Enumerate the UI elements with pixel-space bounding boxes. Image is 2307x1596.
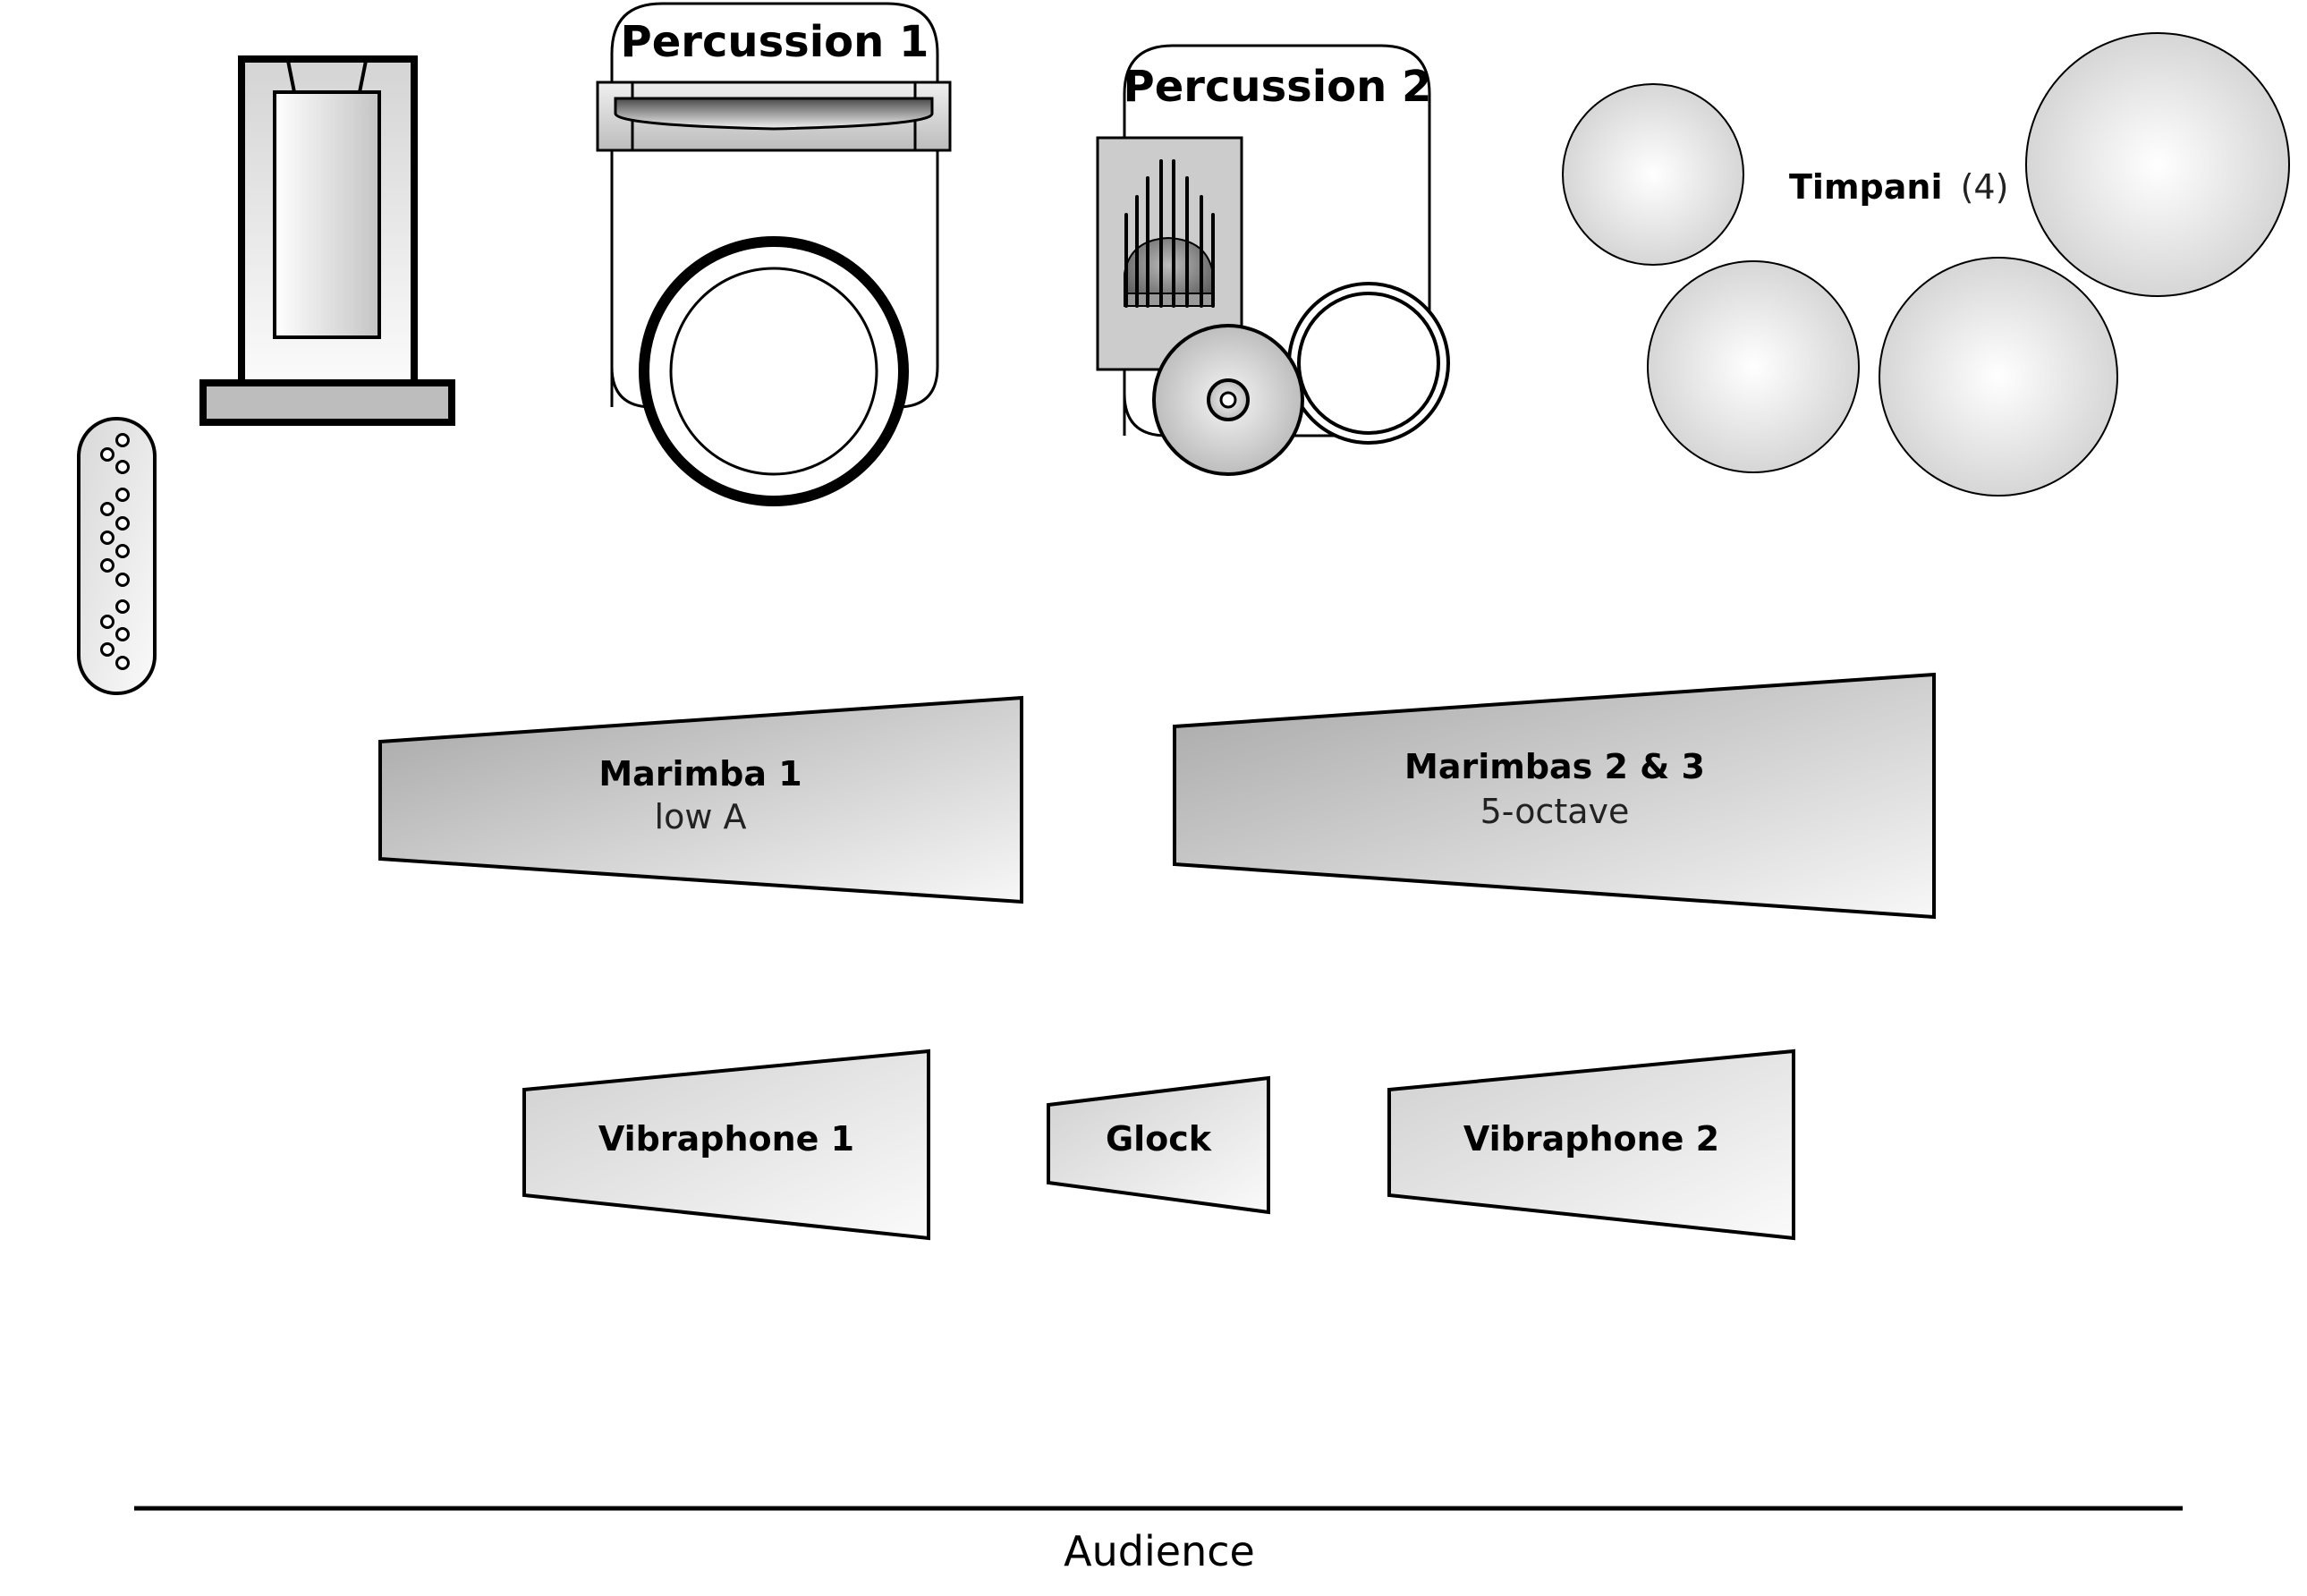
suspended-cymbal-icon [1152, 324, 1304, 476]
mark-tree-dot [115, 544, 130, 558]
mark-tree-dot [100, 615, 115, 629]
mark-tree-dot [115, 433, 130, 447]
marimba1-label: Marimba 1 [598, 754, 802, 794]
marimba1-shape [378, 695, 1023, 904]
mark-tree-dot [115, 460, 130, 474]
mark-tree-dot [100, 558, 115, 573]
bells-strap-right [358, 60, 368, 93]
bells-plate [273, 90, 381, 339]
bells-strap-left [286, 60, 296, 93]
vibraphone1-shape [522, 1048, 930, 1241]
bells-base [199, 379, 455, 426]
timpani-group[interactable]: Timpani (4) [1562, 32, 2290, 497]
marimba1[interactable]: Marimba 1 low A [378, 695, 1023, 904]
glock-label: Glock [1106, 1119, 1212, 1159]
percussion1-label: Percussion 1 [621, 17, 929, 67]
vibraphone1[interactable]: Vibraphone 1 [522, 1048, 930, 1241]
timpani-drum[interactable] [2025, 32, 2290, 297]
timpani-drum[interactable] [1562, 83, 1744, 266]
timpani-drum[interactable] [1647, 260, 1860, 473]
vibraphone2-label: Vibraphone 2 [1463, 1119, 1719, 1159]
marimbas-2-3[interactable]: Marimbas 2 & 3 5-octave [1173, 672, 1936, 920]
organ-pipes [1124, 159, 1215, 308]
percussion2-station[interactable]: Percussion 2 [1096, 44, 1450, 476]
tubular-bells-icon[interactable] [199, 55, 455, 426]
glock[interactable]: Glock [1047, 1075, 1270, 1215]
timpani-drum[interactable] [1879, 257, 2118, 497]
timpani-name: Timpani [1789, 167, 1942, 207]
mark-tree-dot [115, 599, 130, 614]
percussion2-label: Percussion 2 [1124, 62, 1432, 112]
mark-tree-dot [100, 531, 115, 545]
timpani-count: (4) [1961, 167, 2009, 207]
mark-tree-dot [100, 642, 115, 657]
vibraphone1-label: Vibraphone 1 [598, 1119, 854, 1159]
mark-tree-dots [100, 433, 130, 670]
snare-drum-icon [1287, 282, 1450, 445]
mark-tree-dot [115, 656, 130, 670]
mark-tree-capsule [77, 417, 157, 695]
vibraphone2[interactable]: Vibraphone 2 [1387, 1048, 1795, 1241]
vibraphone2-shape [1387, 1048, 1795, 1241]
marimbas-2-3-shape [1173, 672, 1936, 920]
glock-shape [1047, 1075, 1270, 1215]
mark-tree-dot [115, 488, 130, 502]
bass-drum-icon [596, 81, 952, 152]
marimba1-sublabel: low A [655, 797, 747, 836]
mark-tree-dot [100, 502, 115, 516]
timpani-label: Timpani (4) [1789, 167, 2008, 207]
mark-tree-dot [100, 447, 115, 462]
mark-tree-dot [115, 516, 130, 531]
mark-tree-dot [115, 627, 130, 641]
marimbas-2-3-sublabel: 5-octave [1480, 792, 1630, 831]
snare-drum-icon [639, 236, 909, 506]
marimbas-2-3-label: Marimbas 2 & 3 [1404, 747, 1705, 786]
mark-tree-dot [115, 573, 130, 587]
mark-tree-icon[interactable] [77, 417, 157, 695]
audience-label: Audience [1064, 1527, 1255, 1575]
percussion1-station[interactable]: Percussion 1 [596, 2, 952, 506]
